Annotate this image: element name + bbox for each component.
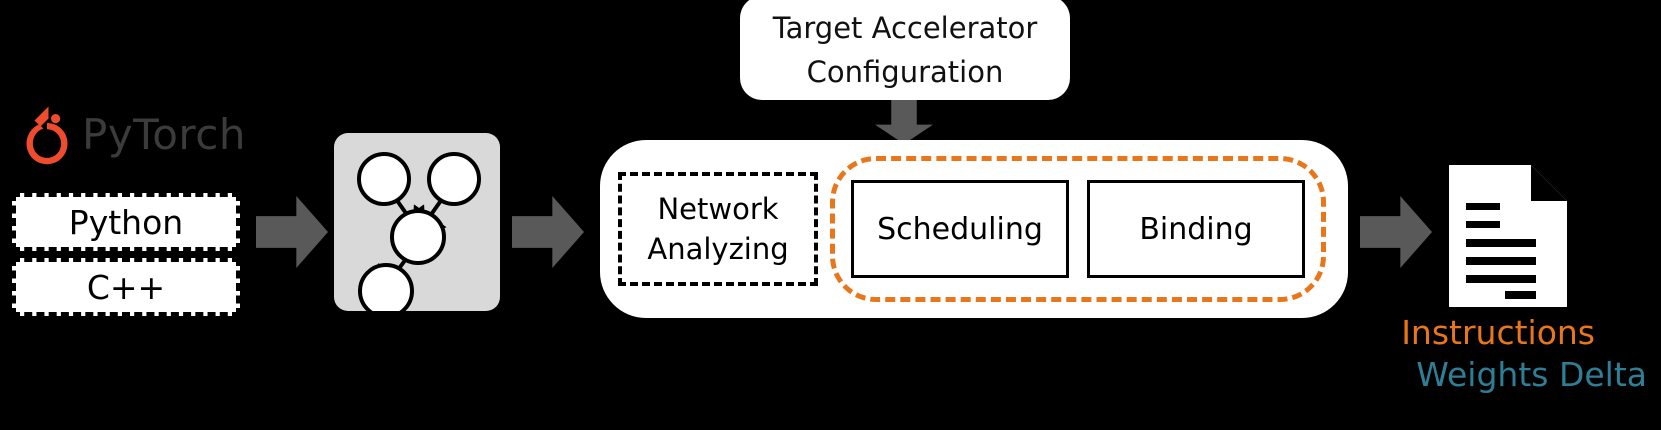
- pytorch-wordmark: PyTorch: [82, 110, 246, 159]
- arrow-right-icon-pipeline-to-output: [1360, 196, 1432, 268]
- document-icon: [1449, 165, 1567, 307]
- output-labels: Instructions Weights Delta: [1280, 312, 1655, 396]
- network-analyzing-box[interactable]: Network Analyzing: [618, 172, 818, 286]
- arrow-right-icon-graph-to-pipeline: [512, 196, 584, 268]
- compiler-pipeline-container: Network Analyzing Scheduling Binding: [600, 140, 1348, 318]
- label-instructions: Instructions: [1401, 313, 1595, 352]
- language-label: C++: [86, 267, 166, 307]
- stage-label: Scheduling: [877, 211, 1043, 247]
- mapping-stages-group: Scheduling Binding: [830, 156, 1326, 302]
- pytorch-flame-icon: [26, 106, 68, 165]
- stage-box-scheduling[interactable]: Scheduling: [851, 180, 1069, 278]
- target-accelerator-configuration-box[interactable]: Target Accelerator Configuration: [740, 0, 1070, 100]
- language-box-cpp[interactable]: C++: [12, 258, 240, 316]
- pytorch-logo: PyTorch: [14, 104, 246, 166]
- language-box-python[interactable]: Python: [12, 193, 240, 251]
- network-analyzing-line-2: Analyzing: [647, 232, 789, 266]
- language-label: Python: [68, 202, 184, 242]
- arrow-down-icon-config-to-pipeline: [875, 100, 933, 144]
- label-weights-delta: Weights Delta: [1416, 355, 1647, 394]
- arrow-right-icon-languages-to-graph: [256, 196, 328, 268]
- stage-label: Binding: [1139, 211, 1253, 247]
- config-line-2: Configuration: [806, 55, 1004, 89]
- computation-graph-svg: [357, 152, 481, 311]
- computation-graph-box: [334, 133, 500, 311]
- network-analyzing-line-1: Network: [657, 192, 779, 226]
- stage-box-binding[interactable]: Binding: [1087, 180, 1305, 278]
- config-line-1: Target Accelerator: [772, 11, 1038, 45]
